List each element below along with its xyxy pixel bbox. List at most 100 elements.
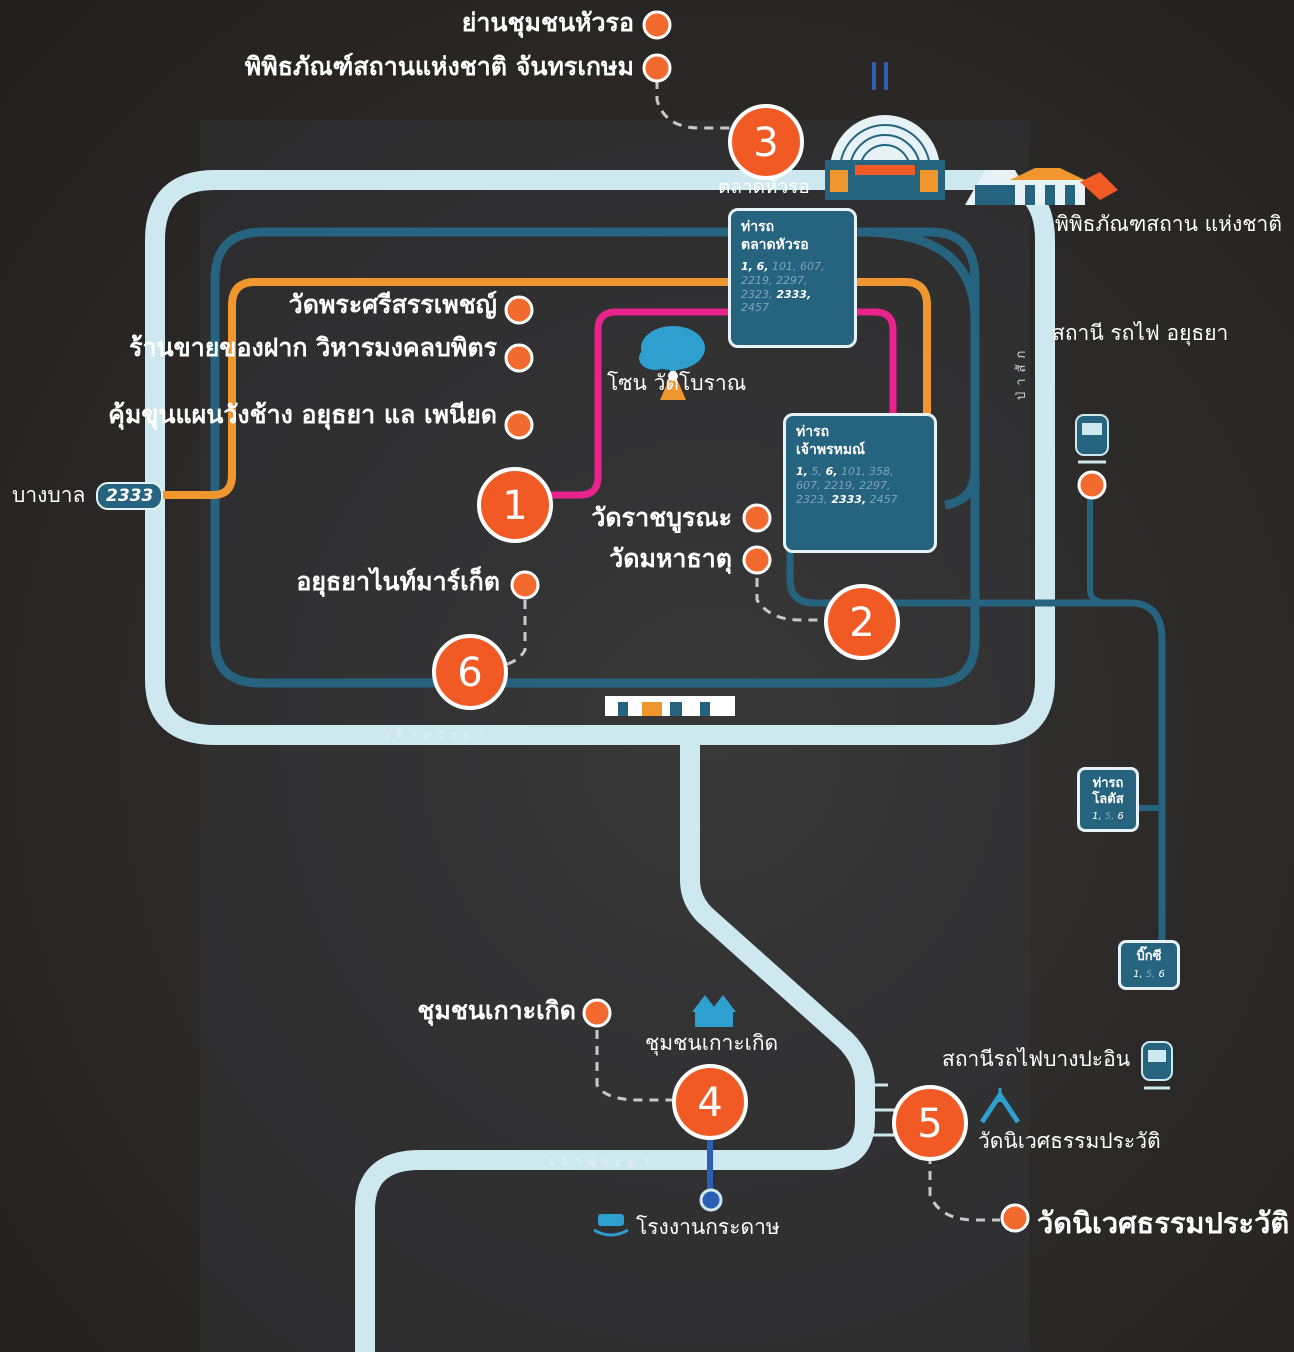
label-wat-mahathat: วัดมหาธาตุ <box>609 544 732 573</box>
label-talat-huaro: ตลาดหัวรอ <box>718 176 810 198</box>
route-node-2[interactable]: 2 <box>824 584 900 660</box>
route-pink <box>550 308 897 499</box>
pier-talat-huaro-title2: ตลาดหัวรอ <box>741 236 809 253</box>
river-label-chao-phraya-top: เจ้าพระยา <box>385 728 490 743</box>
pier-chao-phrom-title2: เจ้าพรหมณ์ <box>796 441 866 458</box>
label-bang-ban: บางบาล <box>12 483 86 507</box>
tree-icon <box>639 326 705 400</box>
museum-building-icon <box>965 168 1118 205</box>
label-paper-mill: โรงงานกระดาษ <box>636 1215 780 1239</box>
market-building-icon <box>825 62 945 200</box>
label-khum-line2: อยุธยา แล เพนียด <box>301 400 497 429</box>
stop-dot-wat-ratcha[interactable] <box>742 503 772 533</box>
stop-dot-ko-koet[interactable] <box>582 998 612 1028</box>
route-node-circle <box>672 1064 748 1140</box>
label-station-line1: สถานี <box>1052 321 1104 345</box>
route-chip-2333: 2333 <box>96 482 164 510</box>
stop-dot-yan-chumchon[interactable] <box>642 10 672 40</box>
house-icon <box>692 995 736 1027</box>
label-khum: คุ้มขุนแผนวังช้าง อยุธยา แล เพนียด <box>108 400 497 429</box>
label-museum-national-line2: แห่งชาติ <box>1204 212 1282 236</box>
stop-dot-ayutthaya-station[interactable] <box>1077 470 1107 500</box>
route-node-number: 1 <box>502 483 527 529</box>
label-yan-chumchon: ย่านชุมชนหัวรอ <box>461 8 634 37</box>
label-museum-national: พิพิธภัณฑสถาน แห่งชาติ <box>1055 212 1282 237</box>
label-museum-chan-line2: จันทรเกษม <box>515 52 634 81</box>
label-ko-koet-icon: ชุมชนเกาะเกิด <box>645 1031 779 1055</box>
label-zone-line1: โซน <box>607 371 647 395</box>
route-node-6[interactable]: 6 <box>432 634 508 710</box>
route-node-number: 5 <box>917 1101 942 1147</box>
train-icon-ayutthaya <box>1075 414 1109 464</box>
label-wat-ratcha: วัดราชบูรณะ <box>591 503 732 532</box>
stop-dot-khum[interactable] <box>504 410 534 440</box>
route-node-circle <box>892 1085 968 1161</box>
route-node-4[interactable]: 4 <box>672 1064 748 1140</box>
route-node-number: 2 <box>849 600 874 646</box>
route-node-circle <box>477 467 553 543</box>
label-station-line3: อยุธยา <box>1166 321 1229 345</box>
label-zone: โซน วัดโบราณ <box>607 371 747 395</box>
label-zone-line2: วัดโบราณ <box>653 371 747 395</box>
stop-dot-museum-chan[interactable] <box>642 53 672 83</box>
label-museum-chan-line1: พิพิธภัณฑ์สถานแห่งชาติ <box>244 52 507 81</box>
route-node-circle <box>728 104 804 180</box>
pier-talat-huaro[interactable]: ท่ารถ ตลาดหัวรอ 1, 6, 101, 607, 2219, 22… <box>728 208 857 348</box>
pier-big-c[interactable]: บิ๊กซี 1, 5, 6 <box>1118 940 1180 990</box>
label-station-line2: รถไฟ <box>1110 321 1160 345</box>
pier-big-c-routes: 1, 5, 6 <box>1133 968 1165 980</box>
temple-icon <box>979 1088 1021 1124</box>
gate-building-icon <box>605 696 735 716</box>
paper-mill-dot <box>699 1188 723 1212</box>
pier-talat-huaro-routes: 1, 6, 101, 607, 2219, 2297, 2323, 2333, … <box>741 260 825 315</box>
train-icon-bangpain <box>1141 1041 1173 1090</box>
label-wat-phrasi: วัดพระศรีสรรเพชญ์ <box>288 290 497 319</box>
stop-dot-shop[interactable] <box>504 343 534 373</box>
river-chao-phraya-loop <box>145 170 1055 745</box>
route-nodes: 1 2 3 4 5 6 <box>432 104 968 1161</box>
label-museum-chan: พิพิธภัณฑ์สถานแห่งชาติ จันทรเกษม <box>244 52 634 81</box>
route-node-number: 4 <box>697 1080 722 1126</box>
route-node-number: 6 <box>457 650 482 696</box>
route-node-1[interactable]: 1 <box>477 467 553 543</box>
label-bangpain-station: สถานีรถไฟบางปะอิน <box>942 1047 1131 1071</box>
dashed-connectors <box>504 80 1000 1222</box>
label-museum-national-line1: พิพิธภัณฑสถาน <box>1055 212 1198 236</box>
route-blue-station-spur <box>1087 485 1111 606</box>
route-orange <box>160 278 931 499</box>
route-blue-loop <box>210 227 980 688</box>
pier-lotus-title2: โลตัส <box>1092 791 1124 807</box>
label-wat-niwet-icon: วัดนิเวศธรรมประวัติ <box>978 1129 1161 1153</box>
stop-dots <box>504 10 1107 1233</box>
route-blue-inner-hook <box>859 227 980 510</box>
pier-chao-phrom-title1: ท่ารถ <box>796 424 830 440</box>
pier-big-c-title: บิ๊กซี <box>1136 949 1162 964</box>
pier-lotus-routes: 1, 5, 6 <box>1092 811 1124 823</box>
label-ko-koet-stop: ชุมชนเกาะเกิด <box>417 996 576 1025</box>
stop-dot-wat-niwet[interactable] <box>1000 1203 1030 1233</box>
route-node-circle <box>824 584 900 660</box>
river-label-pa-sak: ป่าสัก <box>1014 344 1029 400</box>
label-shop-line1: ร้านขายของฝาก <box>129 333 308 362</box>
route-blue-east <box>786 545 1166 940</box>
route-node-number: 3 <box>753 120 778 166</box>
label-shop: ร้านขายของฝาก วิหารมงคลบพิตร <box>129 333 497 362</box>
pier-talat-huaro-title1: ท่ารถ <box>741 219 775 235</box>
route-node-circle <box>432 634 508 710</box>
pier-chao-phrom[interactable]: ท่ารถ เจ้าพรหมณ์ 1, 5, 6, 101, 358, 607,… <box>783 413 937 553</box>
label-khum-line1: คุ้มขุนแผนวังช้าง <box>108 400 293 429</box>
pier-lotus-title1: ท่ารถ <box>1092 776 1124 791</box>
label-wat-niwet-title: วัดนิเวศธรรมประวัติ <box>1037 1206 1290 1240</box>
label-shop-line2: วิหารมงคลบพิตร <box>316 333 497 362</box>
route-node-5[interactable]: 5 <box>892 1085 968 1161</box>
stop-dot-wat-mahathat[interactable] <box>742 545 772 575</box>
stop-dot-wat-phrasi[interactable] <box>504 295 534 325</box>
stop-dot-night-market[interactable] <box>510 570 540 600</box>
boat-icon <box>593 1214 629 1237</box>
label-ayutthaya-station: สถานี รถไฟ อยุธยา <box>1052 320 1228 346</box>
pier-lotus[interactable]: ท่ารถ โลตัส 1, 5, 6 <box>1077 767 1139 833</box>
pier-chao-phrom-routes: 1, 5, 6, 101, 358, 607, 2219, 2297, 2323… <box>796 465 898 506</box>
route-node-3[interactable]: 3 <box>728 104 804 180</box>
river-label-chao-phraya-bottom: เจ้าพระยา <box>550 1155 655 1170</box>
